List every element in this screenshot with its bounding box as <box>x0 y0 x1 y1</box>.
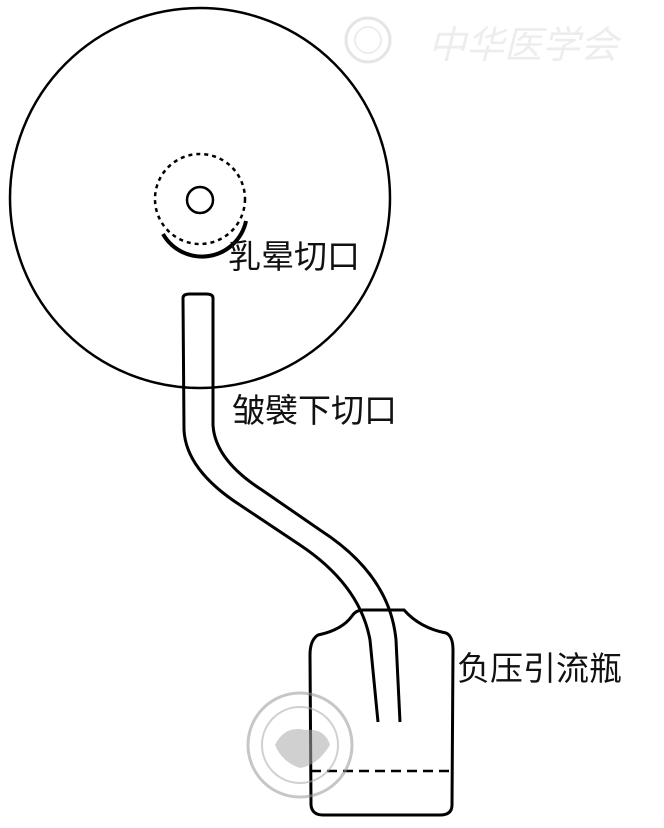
nipple-circle <box>185 185 215 215</box>
label-drainage-bottle: 负压引流瓶 <box>457 649 622 688</box>
drainage-bottle <box>308 608 455 817</box>
drainage-tube <box>181 292 402 723</box>
svg-text:中华医学会: 中华医学会 <box>428 23 622 67</box>
label-inframammary-incision: 皱襞下切口 <box>232 391 397 430</box>
watermark-top-right: 中华医学会 <box>344 16 622 67</box>
areola-incision-arc <box>161 220 248 259</box>
watermark-seal <box>246 691 354 799</box>
breast-outline <box>8 6 392 390</box>
label-areola-incision: 乳晕切口 <box>228 237 360 276</box>
areola-dotted-circle <box>153 152 247 246</box>
